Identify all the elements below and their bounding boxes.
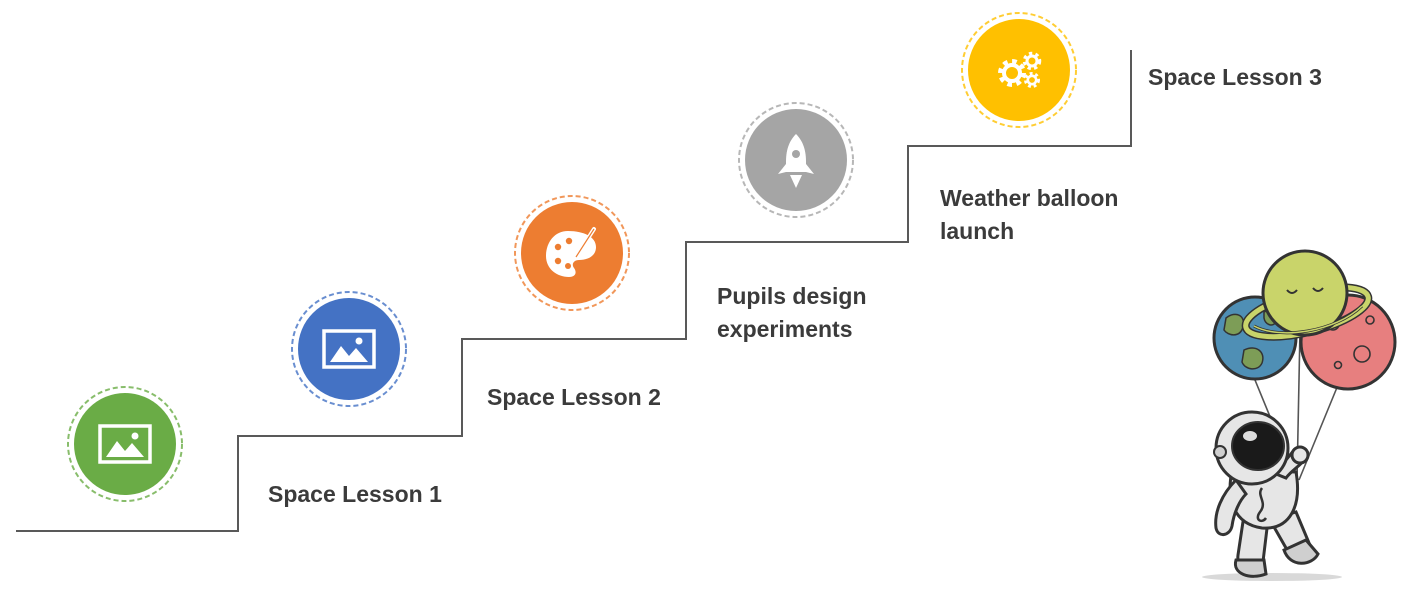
step-2-label-line-1: Space Lesson 2: [487, 384, 661, 410]
gears-icon: [998, 51, 1042, 88]
step-1-circle: [74, 393, 176, 495]
step-2-ring: [291, 291, 407, 407]
astronaut-with-planet-balloons-icon: [1202, 249, 1397, 581]
image-icon: [98, 424, 152, 464]
step-5-ring: [961, 12, 1077, 128]
rocket-icon: [778, 134, 814, 188]
step-3-label-line-1: Pupils design: [717, 283, 867, 309]
step-1-ring: [67, 386, 183, 502]
step-2-marker: [291, 291, 407, 407]
step-4-label-line-1: Weather balloon: [940, 185, 1119, 211]
step-2-label: Space Lesson 2: [487, 381, 661, 414]
step-5-marker: [961, 12, 1077, 128]
image-icon: [322, 329, 376, 369]
step-4-label: Weather balloon launch: [940, 182, 1119, 248]
step-4-label-line-2: launch: [940, 218, 1015, 244]
step-4-ring: [738, 102, 854, 218]
step-1-label-line-1: Space Lesson 1: [268, 481, 442, 507]
step-1-marker: [67, 386, 183, 502]
step-3-label-line-2: experiments: [717, 316, 853, 342]
step-3-label: Pupils design experiments: [717, 280, 867, 346]
step-1-label: Space Lesson 1: [268, 478, 442, 511]
palette-icon: [546, 227, 596, 277]
step-4-marker: [738, 102, 854, 218]
staircase-line: [16, 50, 1132, 532]
step-3-marker: [514, 195, 630, 311]
astronaut: [1213, 410, 1320, 578]
saturn-balloon: [1241, 249, 1373, 341]
step-5-label: Space Lesson 3: [1148, 61, 1322, 94]
step-5-label-line-1: Space Lesson 3: [1148, 64, 1322, 90]
step-2-circle: [298, 298, 400, 400]
step-3-ring: [514, 195, 630, 311]
